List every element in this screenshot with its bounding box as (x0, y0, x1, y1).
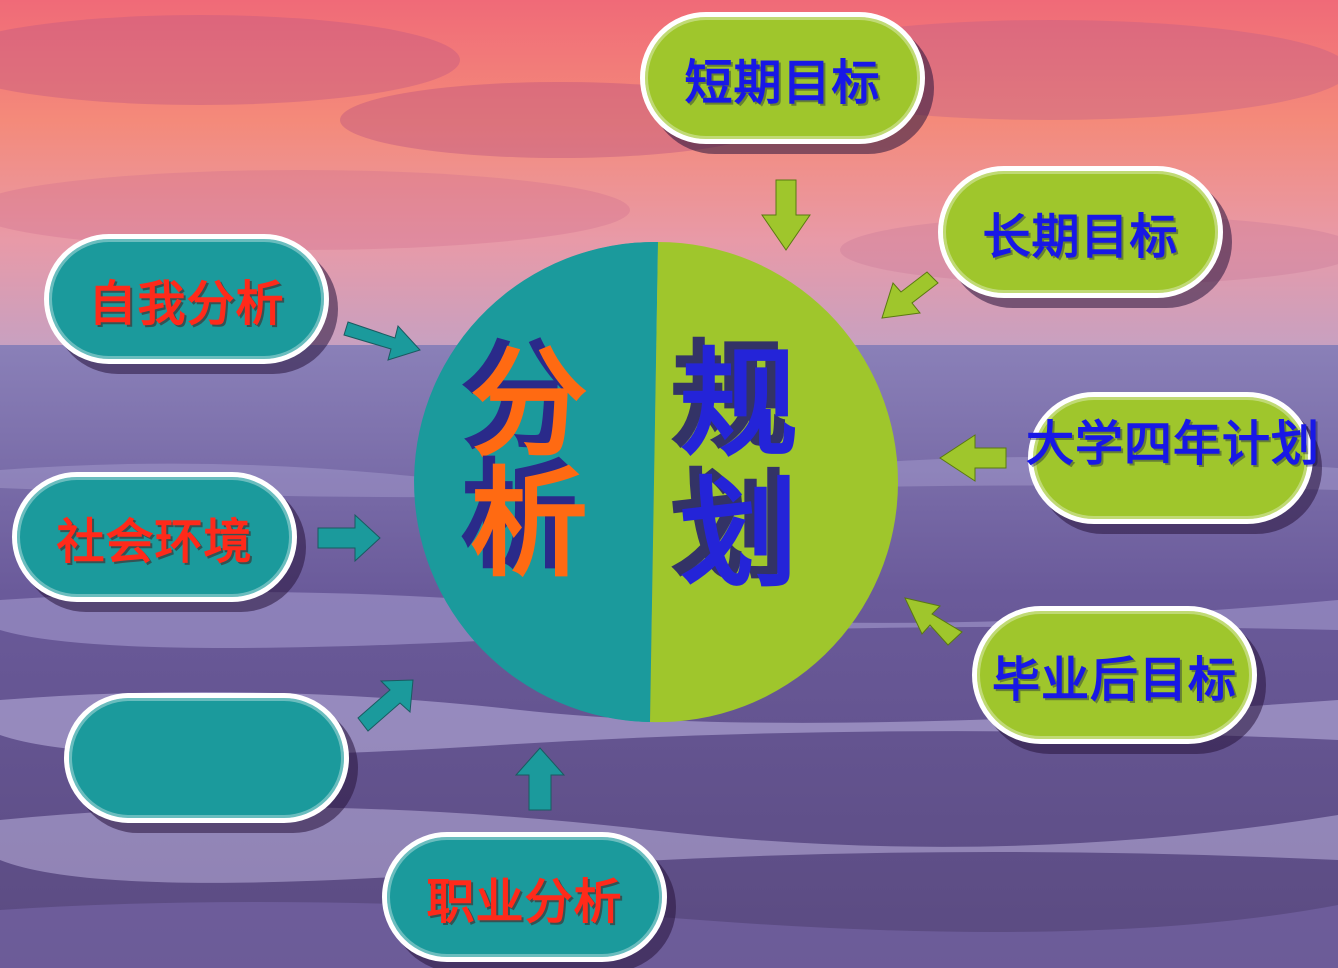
arrow-four-year-plan (939, 434, 1007, 482)
center-char-hua: 划 (680, 465, 799, 603)
node-post-graduation: 毕业后目标 (972, 606, 1257, 744)
arrow-short-term (761, 179, 811, 251)
arrow-long-term (881, 271, 939, 319)
node-long-term: 长期目标 (938, 166, 1223, 298)
node-social-environment-label: 社会环境 (56, 514, 253, 570)
center-char-fen: 分 (470, 335, 589, 473)
center-char-gui: 规 (680, 335, 799, 473)
arrow-self-analysis (343, 321, 421, 361)
node-blank (64, 693, 349, 823)
planning-half (650, 242, 898, 723)
node-short-term: 短期目标 (640, 12, 925, 144)
arrow-blank-node (357, 679, 414, 732)
node-short-term-label: 短期目标 (684, 55, 881, 111)
node-post-graduation-label: 毕业后目标 (991, 652, 1237, 708)
node-self-analysis: 自我分析 (44, 234, 329, 364)
node-career-analysis: 职业分析 (382, 832, 667, 962)
node-social-environment: 社会环境 (12, 472, 297, 602)
node-self-analysis-label: 自我分析 (88, 276, 285, 332)
node-career-analysis-label: 职业分析 (426, 874, 623, 930)
node-four-year-plan-label: 大学四年计划 (1025, 416, 1320, 472)
center-char-xi: 析 (470, 455, 589, 593)
arrow-post-graduation (904, 597, 963, 646)
node-four-year-plan: 大学四年计划 (1026, 392, 1319, 524)
node-long-term-label: 长期目标 (982, 209, 1179, 265)
arrow-social-environment (317, 513, 381, 563)
arrow-career-analysis (514, 747, 566, 811)
